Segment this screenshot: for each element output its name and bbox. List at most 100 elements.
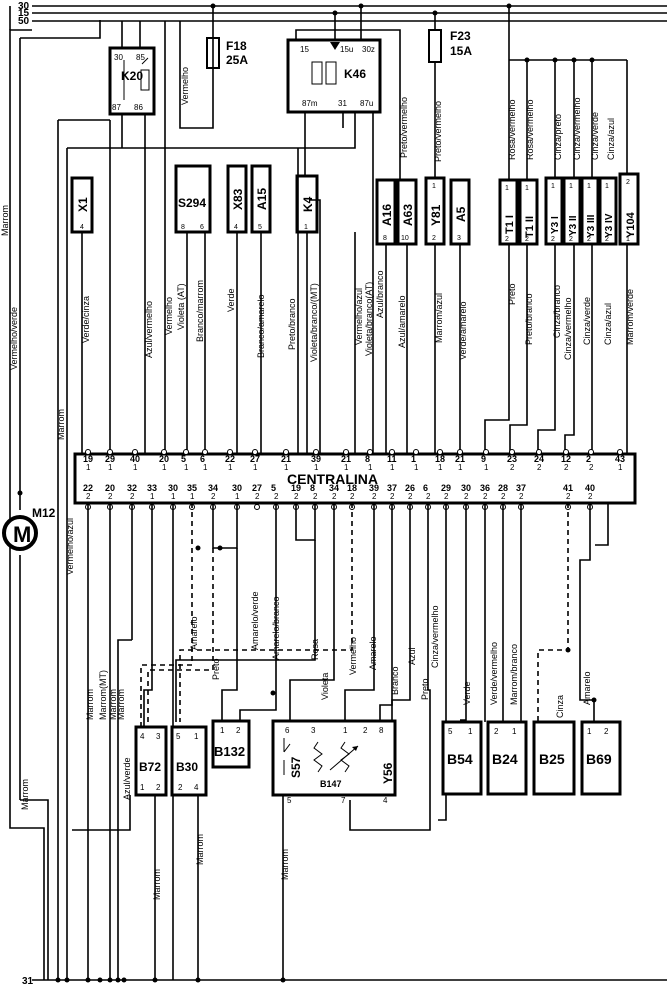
ecu-pin-number: 30: [168, 483, 178, 493]
wire-label: Marrom: [108, 689, 118, 720]
wire-label: Cinza/verde: [582, 297, 592, 345]
y3-iv-label: Y3 IV: [604, 213, 615, 238]
wire-label: Verde: [462, 681, 472, 705]
ecu-pin-number: 34: [208, 483, 218, 493]
ecu-pin-terminal: [588, 449, 594, 455]
wire-label: Vermelho/azul: [354, 288, 364, 345]
f18-label: F18: [226, 39, 247, 53]
y3-i-pin-1: 1: [551, 183, 555, 190]
wire-label: Amarelo: [189, 616, 199, 650]
ecu-pin-number: 8: [365, 454, 370, 464]
y81-pin-2: 2: [432, 235, 436, 242]
ecu-pin-number: 21: [341, 454, 351, 464]
wire-label: Amarelo/branco: [271, 596, 281, 660]
ecu-pin-terminal: [202, 449, 208, 455]
ecu-pin-terminal: [254, 504, 260, 510]
top-right-wires: [399, 6, 628, 180]
ecu-pin-number: 19: [291, 483, 301, 493]
ecu-pin-sub: 1: [171, 492, 176, 501]
wire-label: Azul/amarelo: [397, 295, 407, 348]
ecu-pin-sub: 2: [313, 492, 318, 501]
ecu-pin-number: 2: [586, 454, 591, 464]
ecu-pin-sub: 2: [332, 492, 337, 501]
ecu-pin-terminal: [313, 449, 319, 455]
s57-pin-5: 5: [287, 796, 292, 805]
ecu-pin-terminal: [343, 449, 349, 455]
ecu-pin-sub: 1: [184, 463, 189, 472]
b24-pin-2: 2: [494, 727, 499, 736]
ecu-pin-terminal: [483, 449, 489, 455]
ecu-pin-number: 22: [83, 483, 93, 493]
ecu-pin-number: 29: [105, 454, 115, 464]
ecu-pin-sub: 2: [564, 463, 569, 472]
wire-label: Cinza/vermelho: [563, 297, 573, 360]
s294-label: S294: [178, 196, 206, 210]
b30-pin-1: 1: [194, 732, 199, 741]
ecu-pin-sub: 1: [203, 463, 208, 472]
k46-pin-15: 15: [300, 45, 309, 54]
ecu-pin-terminal: [161, 449, 167, 455]
wire-label: Marrom: [280, 849, 290, 880]
wire-label: Marrom/azul: [434, 293, 444, 343]
wire-label: Amarelo: [582, 671, 592, 705]
f23-rating: 15A: [450, 44, 472, 58]
y56-pin-4: 4: [383, 796, 388, 805]
ecu-pin-sub: 2: [86, 492, 91, 501]
y3-iv-pin-1: 1: [605, 183, 609, 190]
power-rails: 30 15 50 31: [18, 1, 667, 986]
ecu-pin-number: 36: [480, 483, 490, 493]
k20-pin-87: 87: [112, 103, 121, 112]
ecu-pin-number: 5: [271, 483, 276, 493]
wire-label: Azul/branco: [375, 270, 385, 318]
k46-pin-31: 31: [338, 99, 347, 108]
wire-label: Verde/vermelho: [489, 642, 499, 705]
ecu-pin-sub: 2: [211, 492, 216, 501]
ecu-pin-terminal: [413, 449, 419, 455]
mid-wire-labels: Verde/cinza Azul/vermelho Vermelho Viole…: [81, 270, 635, 362]
ecu-pin-number: 5: [181, 454, 186, 464]
ecu-pin-sub: 2: [444, 492, 449, 501]
wire-label: Violeta: [320, 673, 330, 700]
ecu-pin-sub: 2: [589, 463, 594, 472]
ecu-pin-sub: 1: [438, 463, 443, 472]
a15-label: A15: [255, 188, 269, 210]
a63-label: A63: [401, 204, 415, 226]
k20-pin-86: 86: [134, 103, 143, 112]
t1-i-pin-1: 1: [505, 185, 509, 192]
ecu-pin-terminal: [389, 449, 395, 455]
ecu-pin-number: 24: [534, 454, 544, 464]
s57-label: S57: [289, 756, 303, 778]
ecu-pin-number: 22: [225, 454, 235, 464]
y3-iii-pin-1: 1: [587, 183, 591, 190]
ecu-pin-number: 37: [387, 483, 397, 493]
ecu-pin-sub: 1: [314, 463, 319, 472]
wire-label: Preto/branco: [287, 298, 297, 350]
ecu-pin-number: 26: [405, 483, 415, 493]
k46-pin-87m: 87m: [302, 99, 318, 108]
x1-label: X1: [76, 197, 90, 212]
ecu-pin-terminal: [437, 449, 443, 455]
wire-label: Cinza/verde: [590, 112, 600, 160]
k46-pin-15u: 15u: [340, 45, 353, 54]
b132-label: B132: [214, 744, 245, 759]
wire-label: Preto/vermelho: [433, 101, 443, 162]
ecu-pin-number: 43: [615, 454, 625, 464]
ecu-name: CENTRALINA: [287, 471, 378, 487]
wire-label: Cinza/preto: [553, 114, 563, 160]
ecu-pin-terminal: [617, 449, 623, 455]
ecu-pin-terminal: [252, 449, 258, 455]
ecu-pin-sub: 1: [235, 492, 240, 501]
t1-ii-pin-1: 1: [525, 185, 529, 192]
relay-k46: 15 15u 30z K46 87m 31 87u: [286, 6, 401, 440]
y56-pin-8: 8: [379, 726, 384, 735]
ecu-pin-sub: 2: [274, 492, 279, 501]
ecu-pin-terminal: [107, 449, 113, 455]
ecu-pin-sub: 2: [108, 492, 113, 501]
a16-label: A16: [380, 204, 394, 226]
x83-pin: 4: [234, 224, 238, 231]
wire-label: Cinza/vermelho: [572, 97, 582, 160]
ecu-pin-sub: 2: [537, 463, 542, 472]
ecu-pin-number: 32: [127, 483, 137, 493]
ecu-pin-number: 35: [187, 483, 197, 493]
ecu-pin-terminal: [563, 449, 569, 455]
